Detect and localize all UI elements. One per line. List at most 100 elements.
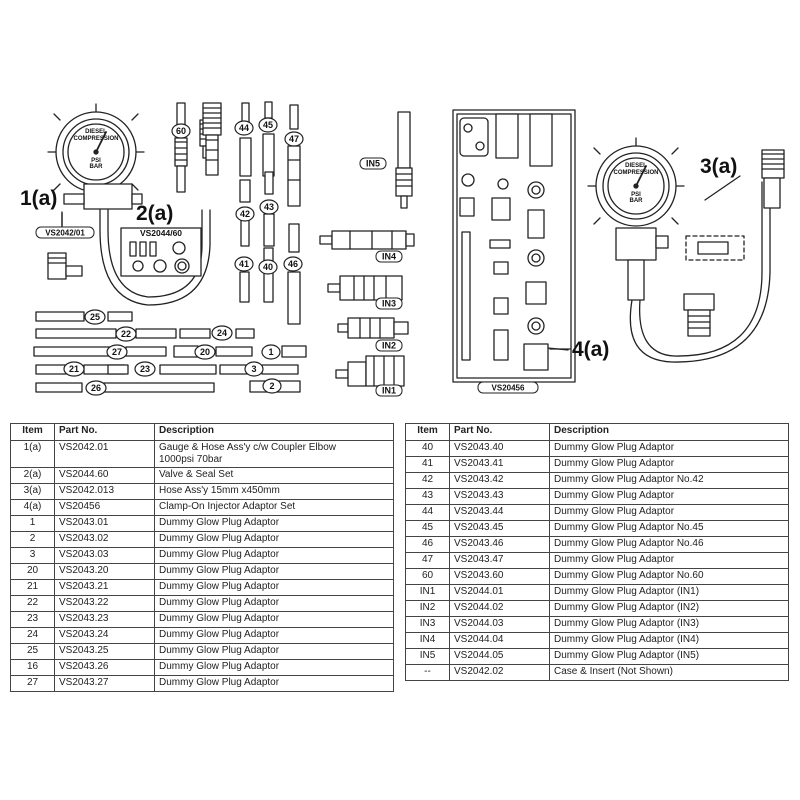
cell-part-no: VS2043.24 <box>54 627 155 644</box>
cell-description: Dummy Glow Plug Adaptor <box>549 456 789 473</box>
cell-description: Dummy Glow Plug Adaptor <box>549 440 789 457</box>
vertical-adaptors <box>174 101 301 325</box>
cell-item: 45 <box>405 520 450 537</box>
cell-part-no: VS2043.44 <box>449 504 550 521</box>
description-text: Dummy Glow Plug Adaptor <box>554 490 675 501</box>
cell-part-no: VS2044.60 <box>54 467 155 484</box>
description-text: Dummy Glow Plug Adaptor <box>159 645 280 656</box>
cell-part-no: VS2043.27 <box>54 675 155 692</box>
seal-set-box <box>120 227 202 277</box>
callout-1a: 1(a) <box>20 187 57 210</box>
header-part-no: Part No. <box>54 423 155 441</box>
cell-item: 16 <box>10 659 55 676</box>
gauge-right-text-1: DIESEL <box>625 163 647 169</box>
description-text: Dummy Glow Plug Adaptor <box>159 661 280 672</box>
cell-part-no: VS2044.05 <box>449 648 550 665</box>
cell-part-no: VS2043.02 <box>54 531 155 548</box>
cell-part-no: VS2043.47 <box>449 552 550 569</box>
description-text: Dummy Glow Plug Adaptor No.46 <box>554 538 704 549</box>
cell-item: 42 <box>405 472 450 489</box>
label-vs2044-60: VS2044/60 <box>140 228 182 238</box>
cell-part-no: VS2044.01 <box>449 584 550 601</box>
gauge-left-bar: BAR <box>90 164 104 170</box>
description-text: Valve & Seal Set <box>159 469 234 480</box>
parts-illustration: 60 44 45 47 42 43 41 40 46 25 22 24 27 2… <box>20 101 785 397</box>
cell-part-no: VS2043.23 <box>54 611 155 628</box>
bubble-42: 42 <box>240 209 250 219</box>
bubble-20: 20 <box>200 347 210 357</box>
label-vs20456: VS20456 <box>492 384 525 393</box>
description-text: Dummy Glow Plug Adaptor (IN5) <box>554 650 700 661</box>
cell-item: 1 <box>10 515 55 532</box>
cell-item: IN3 <box>405 616 450 633</box>
cell-item: 20 <box>10 563 55 580</box>
injector-adaptor-case <box>452 109 576 383</box>
description-text: Dummy Glow Plug Adaptor <box>554 442 675 453</box>
cell-part-no: VS2043.01 <box>54 515 155 532</box>
cell-description: Dummy Glow Plug Adaptor <box>154 675 394 692</box>
header-item: Item <box>10 423 55 441</box>
cell-description: Dummy Glow Plug Adaptor No.46 <box>549 536 789 553</box>
gauge-right-text-2: COMPRESSION <box>613 170 658 176</box>
description-text: Dummy Glow Plug Adaptor <box>554 458 675 469</box>
cell-part-no: VS2043.03 <box>54 547 155 564</box>
cell-item: -- <box>405 664 450 681</box>
gauge-right-bar: BAR <box>630 198 644 204</box>
label-in3: IN3 <box>382 299 396 309</box>
bubble-2: 2 <box>269 381 274 391</box>
cell-item: 46 <box>405 536 450 553</box>
description-text: Clamp-On Injector Adaptor Set <box>159 501 296 512</box>
cell-part-no: VS2043.42 <box>449 472 550 489</box>
description-text: Dummy Glow Plug Adaptor <box>159 565 280 576</box>
cell-description: Dummy Glow Plug Adaptor <box>154 627 394 644</box>
cell-part-no: VS20456 <box>54 499 155 516</box>
cell-part-no: VS2043.45 <box>449 520 550 537</box>
cell-part-no: VS2043.21 <box>54 579 155 596</box>
header-description: Description <box>154 423 394 441</box>
cell-description: Dummy Glow Plug Adaptor (IN5) <box>549 648 789 665</box>
cell-description: Dummy Glow Plug Adaptor <box>154 611 394 628</box>
label-in5: IN5 <box>366 159 380 169</box>
cell-description: Case & Insert (Not Shown) <box>549 664 789 681</box>
description-text: Dummy Glow Plug Adaptor <box>159 613 280 624</box>
description-text: Gauge & Hose Ass'y c/w Coupler Elbow <box>159 442 336 453</box>
cell-part-no: VS2043.40 <box>449 440 550 457</box>
callout-4a: 4(a) <box>572 338 609 361</box>
label-in2: IN2 <box>382 341 396 351</box>
description-text: Dummy Glow Plug Adaptor (IN3) <box>554 618 700 629</box>
header-item: Item <box>405 423 450 441</box>
description-text: Dummy Glow Plug Adaptor (IN1) <box>554 586 700 597</box>
description-text: Dummy Glow Plug Adaptor <box>554 506 675 517</box>
cell-description: Valve & Seal Set <box>154 467 394 484</box>
table-header-row: Item Part No. Description <box>405 423 789 441</box>
description-text: Dummy Glow Plug Adaptor <box>554 554 675 565</box>
cell-item: 3 <box>10 547 55 564</box>
description-text: Dummy Glow Plug Adaptor <box>159 533 280 544</box>
description-text: Case & Insert (Not Shown) <box>554 666 673 677</box>
in-adaptors <box>319 111 415 387</box>
bubble-24: 24 <box>217 328 227 338</box>
description-text-line2: 1000psi 70bar <box>159 454 223 465</box>
description-text: Dummy Glow Plug Adaptor <box>159 597 280 608</box>
bubble-46: 46 <box>288 259 298 269</box>
table-row: 2(a)VS2044.60 Valve & Seal Set <box>10 467 394 484</box>
cell-description: Dummy Glow Plug Adaptor <box>154 531 394 548</box>
cell-description: Dummy Glow Plug Adaptor No.42 <box>549 472 789 489</box>
callout-2a: 2(a) <box>136 202 173 225</box>
cell-part-no: VS2042.01 <box>54 440 155 468</box>
gauge-left-text-1: DIESEL <box>85 129 107 135</box>
bubble-27: 27 <box>112 347 122 357</box>
description-text: Dummy Glow Plug Adaptor No.42 <box>554 474 704 485</box>
cell-item: 2(a) <box>10 467 55 484</box>
